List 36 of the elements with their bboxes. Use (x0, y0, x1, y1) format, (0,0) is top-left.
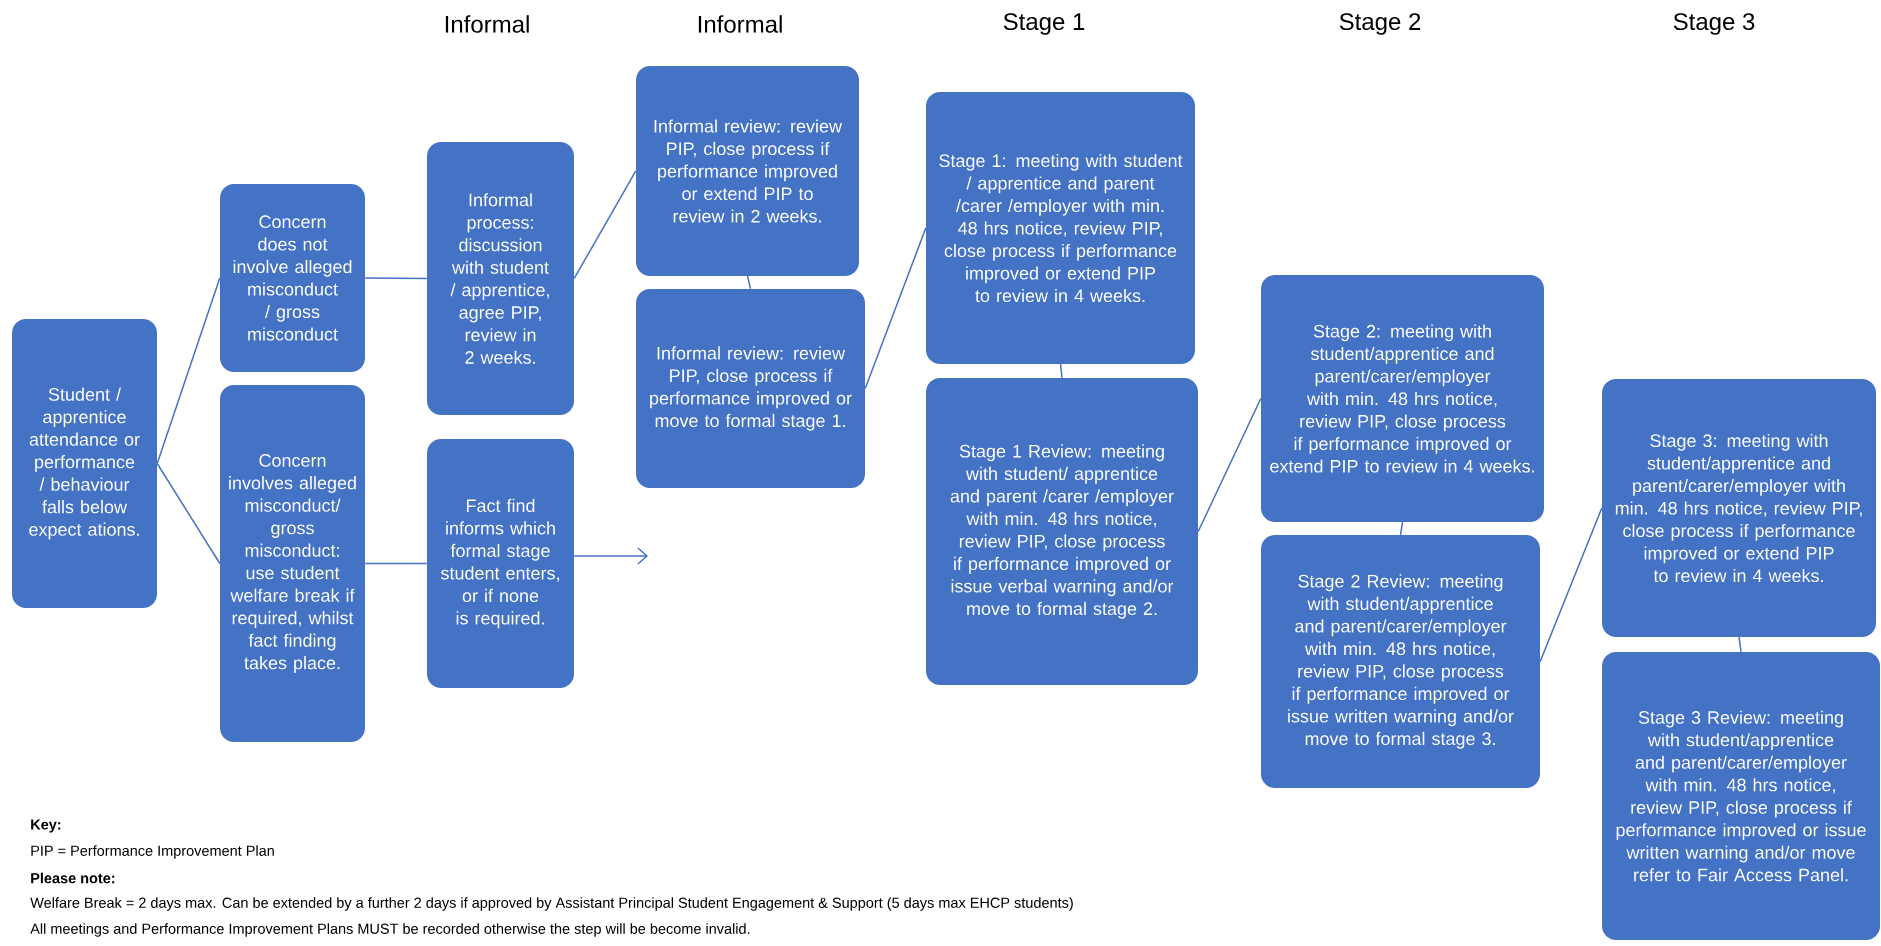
process-box: Student / apprentice attendance or performance / behaviour falls below expect ations. (12, 319, 157, 608)
note-text: Key: (31, 819, 61, 833)
connector-line (1059, 363, 1063, 379)
column-heading: Informal (698, 15, 782, 33)
connector-line (156, 277, 221, 465)
note-text: Welfare Break = 2 days max. Can be extended by a further 2 days if approved by Assistant Principal Student Engagement & Support (5 days max EHCP students) (30, 897, 1073, 911)
connector-line (364, 562, 428, 565)
note-text: All meetings and Performance Improvement Plans MUST be recorded otherwise the step will be become invalid. (30, 923, 750, 937)
connector-line (573, 170, 637, 280)
process-box: Stage 2 Review: meeting with student/apprentice and parent/carer/employer with min. 48 hrs notice, review PIP, close process if performance improved or issue written warning and/or move to formal stage 3. (1261, 535, 1540, 788)
process-box: Stage 3 Review: meeting with student/apprentice and parent/carer/employer with min. 48 hrs notice, review PIP, close process if performance improved or issue written warning and/or move refer to Fair Access Panel. (1602, 652, 1880, 940)
column-heading: Stage 3 (1673, 13, 1755, 35)
process-box: Stage 1 Review: meeting with student/ apprentice and parent /carer /employer with min. 48 hrs notice, review PIP, close process if performance improved or issue verbal warning and/or move to formal stage 2. (926, 378, 1198, 685)
connector-line (864, 227, 927, 390)
process-box: Stage 3: meeting with student/apprentice and parent/carer/employer with min. 48 hrs notice, review PIP, close process if performance improved or extend PIP to review in 4 weeks. (1602, 379, 1876, 637)
connector-line (156, 462, 221, 565)
process-box: Concern does not involve alleged misconduct / gross misconduct (220, 184, 365, 372)
note-text: PIP = Performance Improvement Plan (31, 845, 274, 859)
process-box: Concern involves alleged misconduct/ gross misconduct: use student welfare break if required, whilst fact finding takes place. (220, 385, 365, 742)
arrow (573, 547, 648, 565)
connector-line (1738, 636, 1742, 653)
column-heading: Stage 2 (1339, 13, 1421, 35)
connector-line (1539, 507, 1603, 663)
process-box: Informal process: discussion with student / apprentice, agree PIP, review in 2 weeks. (427, 142, 574, 415)
column-heading: Informal (445, 15, 529, 33)
connector-line (1399, 521, 1404, 536)
process-box: Informal review: review PIP, close process if performance improved or move to formal stage 1. (636, 289, 865, 488)
process-box: Stage 2: meeting with student/apprentice and parent/carer/employer with min. 48 hrs notice, review PIP, close process if performance improved or extend PIP to review in 4 weeks. (1261, 275, 1544, 522)
column-heading: Stage 1 (1003, 13, 1085, 35)
process-box: Informal review: review PIP, close process if performance improved or extend PIP to review in 2 weeks. (636, 66, 859, 276)
note-text: Please note: (31, 872, 115, 884)
connector-line (1197, 397, 1262, 533)
connector-line (364, 277, 428, 280)
connector-line (746, 275, 752, 290)
process-box: Stage 1: meeting with student / apprentice and parent /carer /employer with min. 48 hrs notice, review PIP, close process if performance improved or extend PIP to review in 4 weeks. (926, 92, 1195, 364)
process-box: Fact find informs which formal stage student enters, or if none is required. (427, 439, 574, 688)
